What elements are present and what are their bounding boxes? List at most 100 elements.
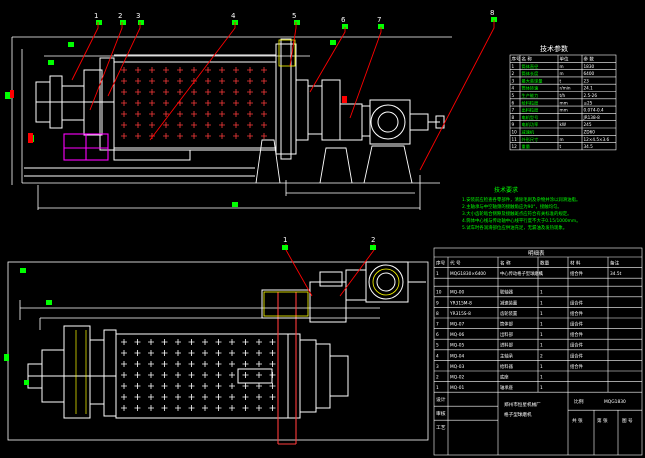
liner-bolt-mark (121, 133, 127, 139)
parts-cell: 组合件 (570, 352, 584, 359)
parts-cell: 6 (436, 332, 439, 338)
parts-cell: 底座 (500, 374, 509, 381)
liner-bolt-mark (121, 394, 127, 400)
liner-bolt-mark (149, 89, 155, 95)
parts-header-cell: 序号 (436, 260, 446, 267)
tech-cell: 11 (512, 137, 518, 142)
liner-bolt-mark (121, 67, 127, 73)
liner-bolt-mark (188, 372, 195, 378)
liner-bolt-mark (149, 78, 155, 84)
liner-bolt-mark (202, 350, 208, 356)
liner-bolt-mark (134, 394, 141, 400)
tech-cell: 电机功率 (522, 121, 539, 128)
liner-bolt-mark (135, 100, 141, 106)
liner-bolt-mark (134, 350, 141, 356)
liner-bolt-mark (219, 78, 225, 84)
liner-bolt-mark (191, 111, 197, 117)
tech-cell: 筒体转速 (522, 85, 540, 92)
liner-bolt-mark (177, 78, 183, 84)
liner-bolt-mark (148, 383, 154, 389)
tech-cell: 9 (512, 122, 515, 127)
liner-bolt-mark (247, 67, 253, 73)
liner-bolt-mark (256, 339, 262, 345)
tech-cell: JR138-8 (583, 115, 601, 120)
liner-bolt-mark (242, 405, 249, 411)
liner-bolt-mark (202, 372, 208, 378)
liner-bolt-mark (269, 361, 276, 367)
feeder-box (63, 133, 109, 161)
liner-bolt-mark (229, 361, 235, 367)
liner-bolt-mark (269, 339, 276, 345)
liner-bolt-mark (148, 394, 154, 400)
liner-bolt-mark (191, 100, 197, 106)
note-line: 4.筒体中心线与传动轴中心线平行度不大于0.15/1000mm。 (462, 217, 581, 224)
liner-bolt-mark (121, 100, 127, 106)
liner-bolt-mark (135, 89, 141, 95)
liner-bolt-mark (242, 339, 249, 345)
liner-bolt-mark (242, 372, 249, 378)
liner-bolt-mark (191, 133, 197, 139)
parts-cell: YR315S-8 (449, 311, 471, 317)
liner-bolt-mark (135, 78, 141, 84)
liner-bolt-mark (269, 405, 276, 411)
tech-cell: 最大装球量 (522, 77, 543, 84)
liner-bolt-mark (163, 100, 169, 106)
tech-cell: 34.5 (584, 144, 594, 149)
mill-shell-plan (115, 333, 289, 419)
tech-cell: 1830 (584, 64, 595, 69)
plan-feed-end (27, 325, 117, 419)
note-line: 1.安装前应检查各零部件，清除毛刺及杂物并涂以润滑油脂。 (462, 196, 580, 203)
tech-cell: 2 (512, 71, 515, 76)
tech-cell: 4 (512, 86, 515, 91)
tech-table-grid (509, 54, 617, 151)
note-line: 5.试车时各润滑部位应供油充足，无漏油及发热现象。 (462, 224, 567, 231)
parts-cell: 组合件 (570, 270, 584, 277)
parts-cell: 1 (540, 385, 543, 391)
parts-cell: 减速装置 (500, 299, 518, 306)
liner-bolt-mark (177, 133, 183, 139)
parts-cell: 给料器 (500, 363, 514, 370)
liner-bolt-mark (233, 100, 239, 106)
parts-header-cell: 备注 (610, 260, 620, 267)
balloon-top-5: 5 (292, 12, 296, 20)
liner-bolt-mark (191, 122, 197, 128)
top-leader-lines (71, 20, 495, 171)
tech-header-cell: 参 数 (584, 56, 595, 63)
tech-cell: 3 (512, 78, 515, 83)
tech-header-cell: 序号 (512, 56, 521, 63)
liner-bolt-mark (175, 394, 181, 400)
liner-bolt-mark (177, 67, 183, 73)
liner-bolt-mark (247, 100, 253, 106)
liner-bolt-mark (233, 111, 239, 117)
liner-bolt-mark (161, 405, 168, 411)
parts-cell: MQ-00 (450, 290, 464, 296)
parts-cell: MQ-05 (450, 343, 464, 349)
liner-bolt-mark (134, 383, 141, 389)
liner-bolt-mark (191, 67, 197, 73)
liner-bolt-mark (175, 350, 181, 356)
liner-bolt-mark (229, 350, 235, 356)
parts-cell: MQ-02 (450, 375, 464, 381)
liner-bolt-pattern-plan (121, 339, 276, 411)
liner-bolt-mark (242, 394, 249, 400)
liner-bolt-mark (188, 405, 195, 411)
liner-bolt-mark (242, 383, 249, 389)
liner-bolt-mark (188, 394, 195, 400)
liner-bolt-mark (134, 372, 141, 378)
liner-bolt-mark (148, 372, 154, 378)
tech-cell: 电机型号 (522, 114, 539, 121)
liner-bolt-mark (215, 339, 222, 345)
plan-output-shaft (277, 292, 297, 445)
plan-gear-and-shaft (287, 333, 349, 419)
title-block-scale-label: 比例 (574, 398, 584, 405)
parts-cell: 1 (540, 271, 543, 277)
liner-bolt-mark (149, 67, 155, 73)
liner-bolt-mark (121, 89, 127, 95)
liner-bolt-mark (256, 361, 262, 367)
liner-bolt-mark (229, 372, 235, 378)
parts-header-cell: 数量 (540, 260, 550, 267)
liner-bolt-mark (121, 350, 127, 356)
liner-bolt-mark (261, 67, 267, 73)
balloon-top-1: 1 (94, 12, 98, 20)
